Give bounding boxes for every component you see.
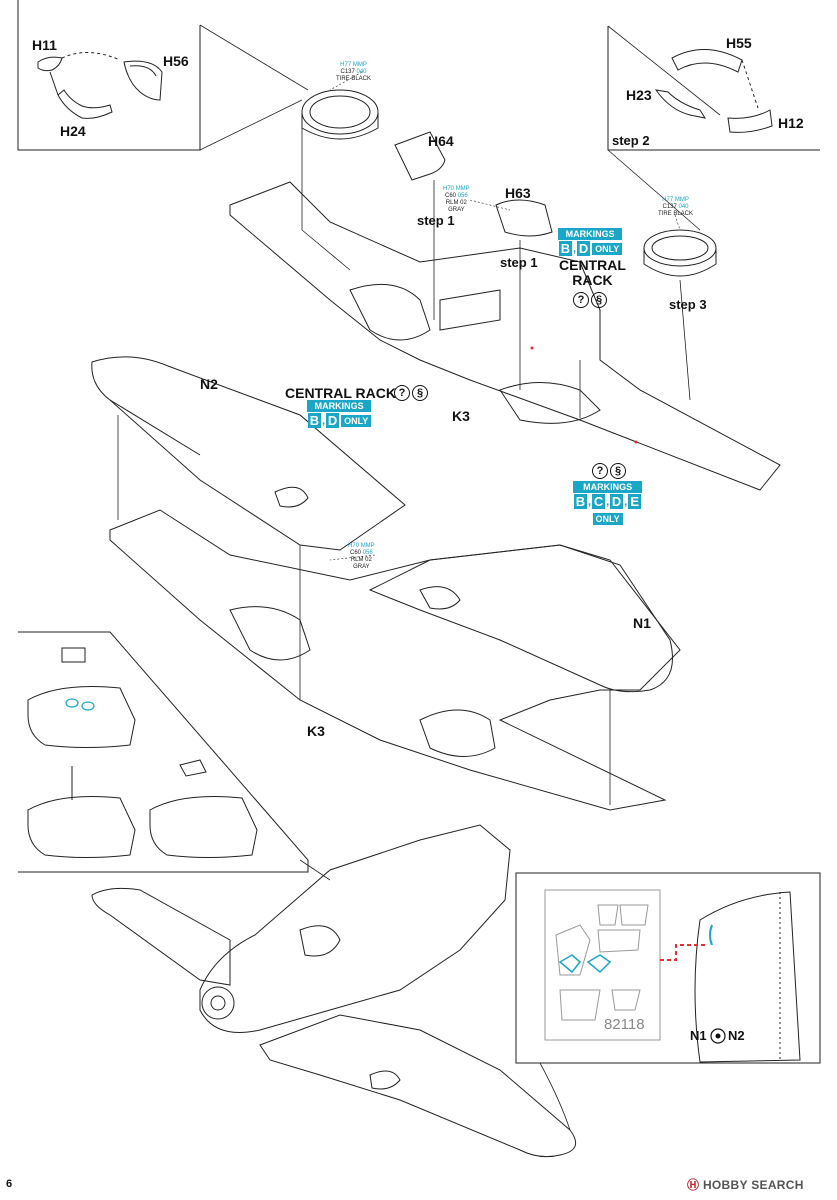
inset-frame-mid-left (18, 631, 309, 873)
upper-wing-n1 (368, 544, 673, 693)
paint-callout-rlm02-1: H70 MMP C60 056 RLM 02 GRAY (443, 186, 470, 213)
lower-wing-middle (109, 509, 681, 811)
question-icon: ? (573, 292, 589, 308)
central-rack-label-2: CENTRAL RACK (285, 385, 396, 401)
part-h23 (654, 89, 707, 119)
part-label-h24: H24 (60, 123, 86, 139)
joint-label-n2: N2 (728, 1028, 745, 1043)
n1-n2-connector (660, 944, 705, 961)
hobbysearch-logo-icon: Ⓗ (687, 1178, 700, 1192)
part-label-n1: N1 (633, 615, 651, 631)
wheel-well-ring-step3 (643, 229, 717, 277)
inset-sketch-3 (149, 759, 258, 858)
part-label-k3-mid: K3 (307, 723, 325, 739)
inset-frame-bottom-right (515, 872, 821, 1064)
inset-sketch-2 (27, 766, 136, 858)
pe-clear-parts (558, 954, 612, 974)
part-label-n2: N2 (200, 376, 218, 392)
wheel-well-ring-top (301, 89, 379, 140)
question-icon: ? (592, 463, 608, 479)
paint-callout-rlm02-2: H70 MMP C60 056 RLM 02 GRAY (348, 543, 375, 570)
central-rack-symbols-1: ?§ (572, 290, 608, 308)
part-h55 (671, 49, 743, 73)
part-h63 (495, 199, 553, 237)
section-icon: § (591, 292, 607, 308)
photoetch-fret (544, 889, 661, 1041)
markings-badge-3: MARKINGS B,C,D,E ONLY (573, 481, 643, 527)
part-h12 (727, 109, 773, 133)
inset-sketch-1 (27, 647, 136, 748)
page-number: 6 (6, 1178, 13, 1190)
part-label-h23: H23 (626, 87, 652, 103)
glue-joint-icon (710, 1028, 726, 1044)
question-icon: ? (394, 385, 410, 401)
part-label-h55: H55 (726, 35, 752, 51)
central-rack-symbols-2: ?§ (393, 383, 429, 401)
step-label-3: step 3 (669, 297, 707, 312)
upper-wing-n2 (91, 356, 406, 551)
step-label-1b: step 1 (500, 255, 538, 270)
paint-callout-tire-black-1: H77 MMP C137 040 TIRE BLACK (336, 62, 372, 82)
markings-symbols-3: ?§ (591, 461, 627, 479)
part-h64 (394, 131, 446, 181)
central-rack-label-1: CENTRAL RACK (559, 257, 626, 288)
paint-callout-tire-black-2: H77 MMP C137 040 TIRE BLACK (658, 197, 694, 217)
part-h56 (123, 60, 163, 101)
section-icon: § (412, 385, 428, 401)
part-label-h56: H56 (163, 53, 189, 69)
part-h11 (37, 56, 63, 72)
step-label-2: step 2 (612, 133, 650, 148)
watermark: Ⓗ HOBBY SEARCH (687, 1178, 804, 1192)
inset-frame-top-left (17, 0, 201, 151)
photoetch-number: 82118 (604, 1016, 645, 1033)
part-label-h12: H12 (778, 115, 804, 131)
part-h24 (57, 89, 113, 119)
aircraft-fuselage (199, 824, 511, 1033)
part-label-k3-top: K3 (452, 408, 470, 424)
joint-label-n1: N1 (690, 1028, 707, 1043)
step-label-1a: step 1 (417, 213, 455, 228)
guide-lines (117, 24, 721, 1131)
part-label-h63: H63 (505, 185, 531, 201)
aircraft-left-wing (91, 887, 231, 986)
part-label-h11: H11 (32, 37, 57, 53)
part-label-h64: H64 (428, 133, 454, 149)
inset-blue-parts (65, 698, 95, 711)
windscreen-detail (694, 891, 801, 1063)
section-icon: § (610, 463, 626, 479)
lower-wing-top (229, 181, 781, 491)
red-markers (530, 346, 638, 444)
aircraft-lower-wing (259, 1014, 577, 1158)
